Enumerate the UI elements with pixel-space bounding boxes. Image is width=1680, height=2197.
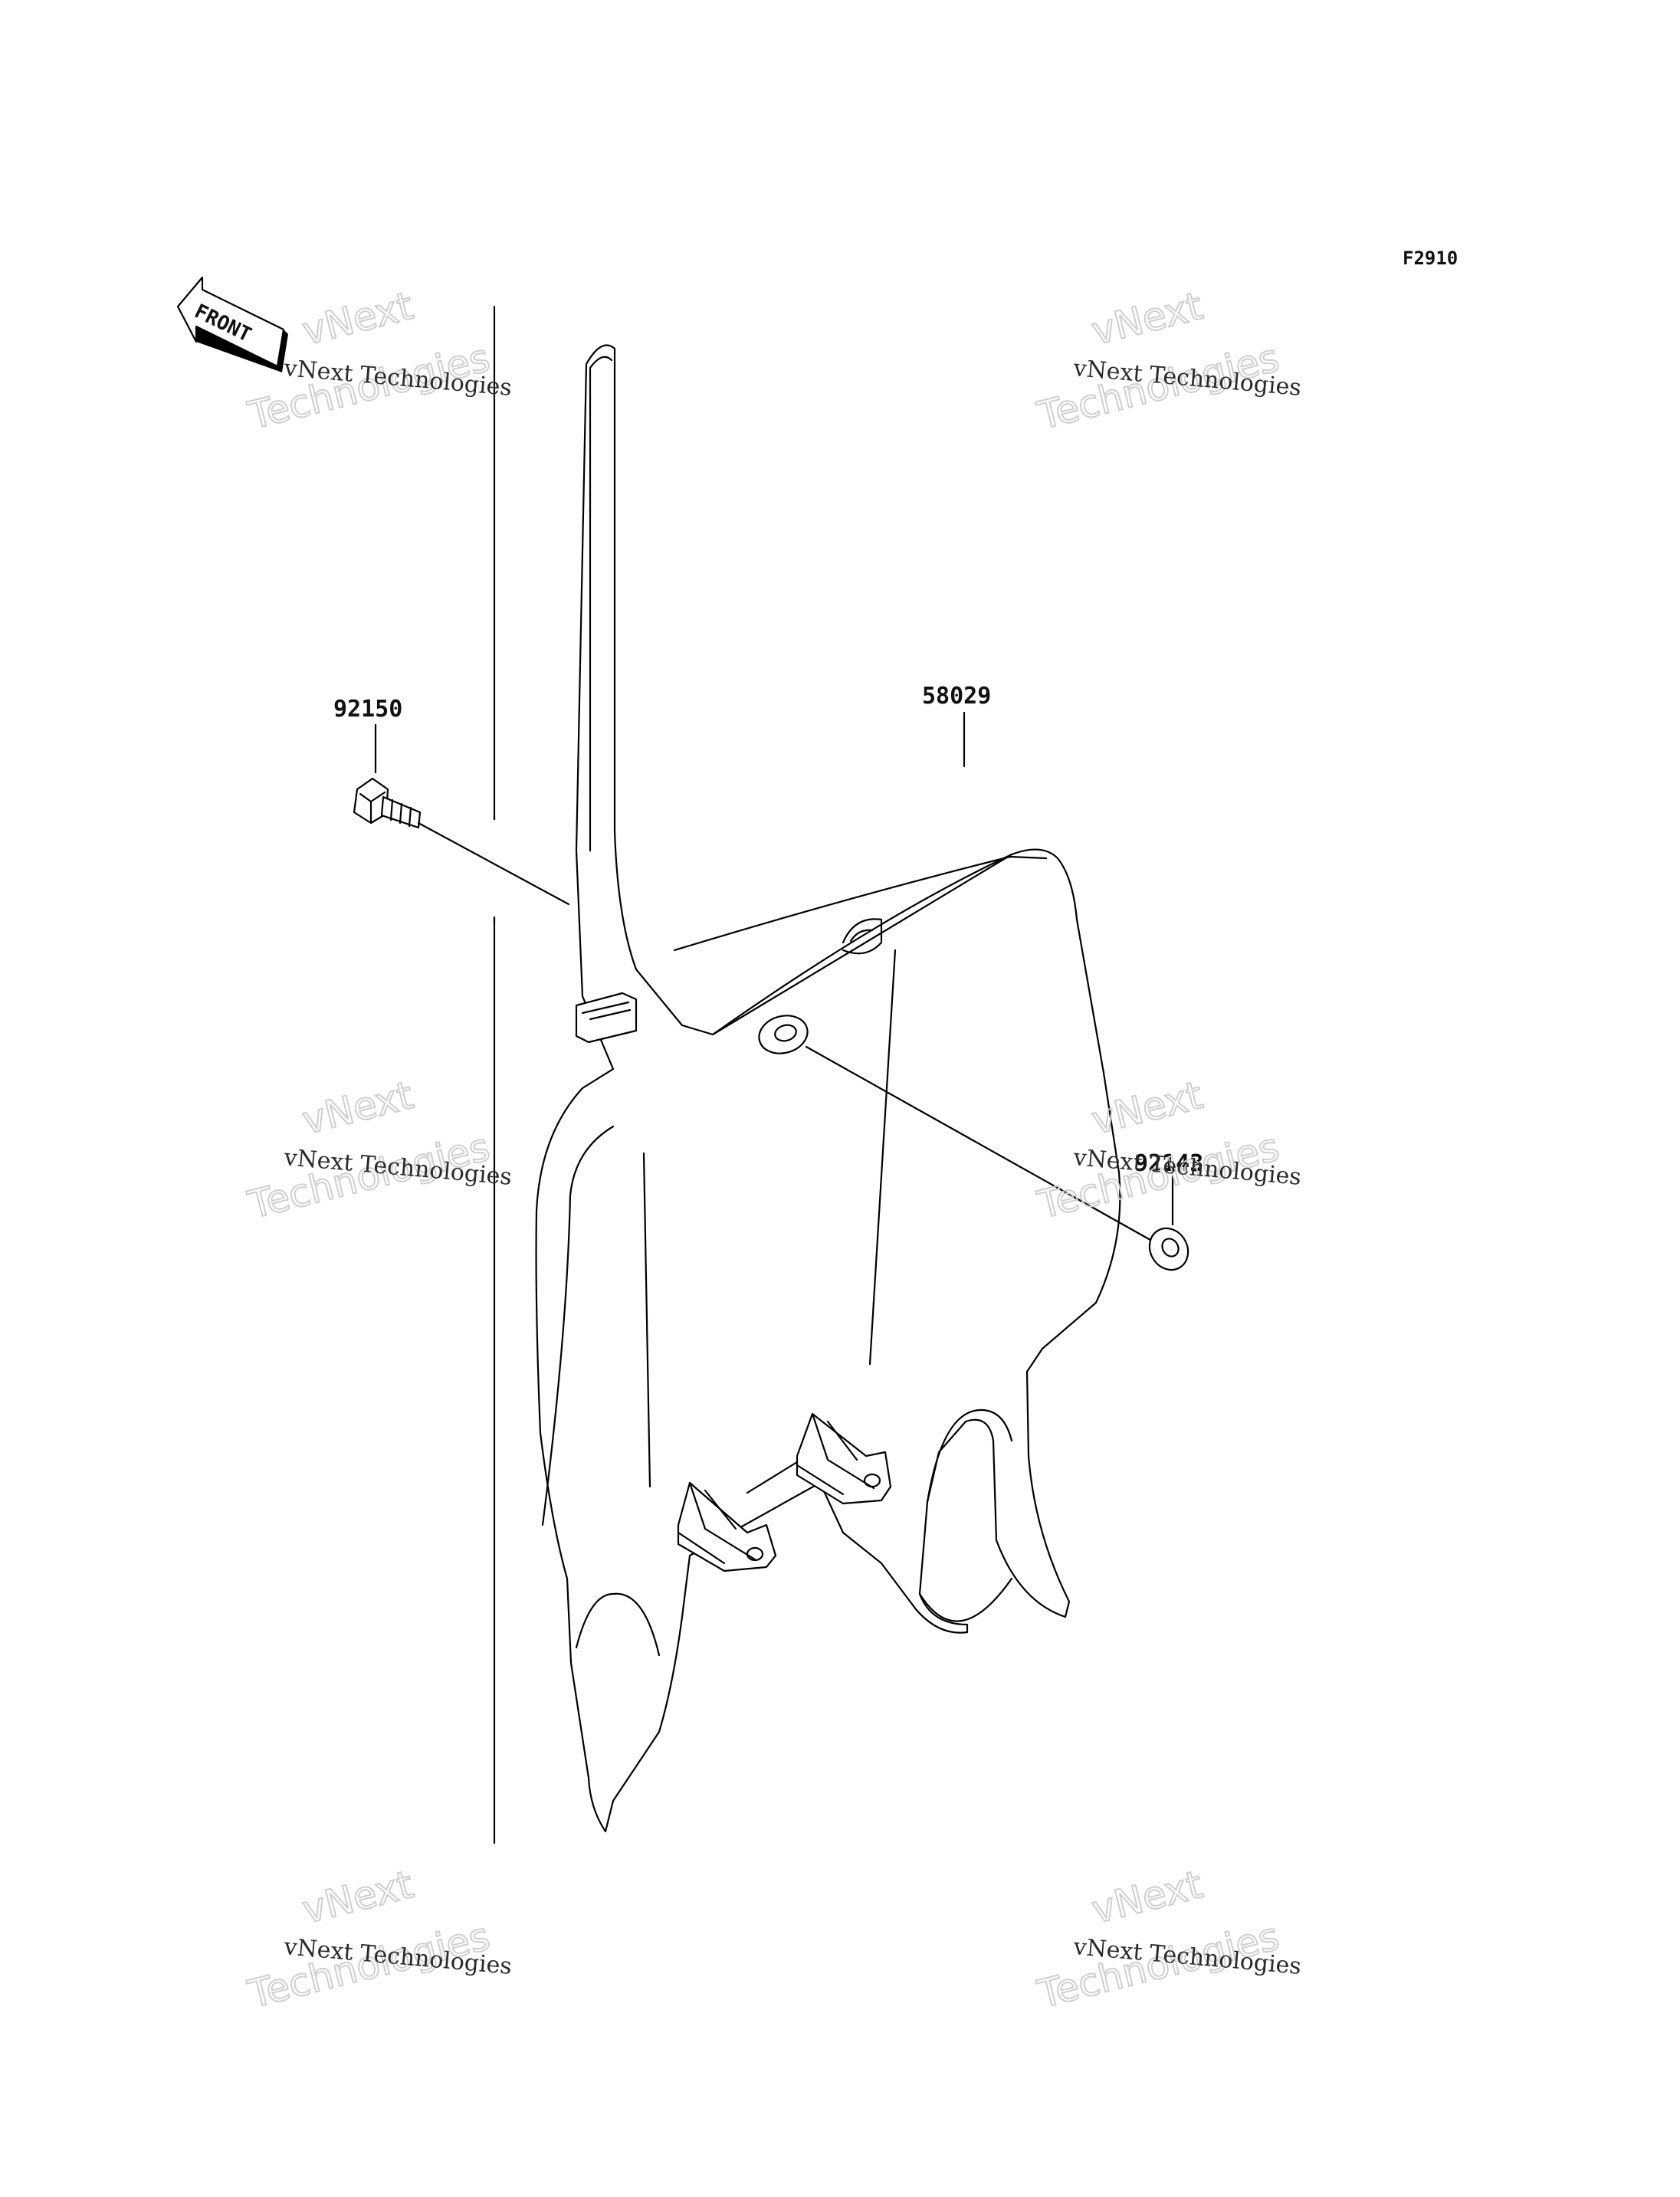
front-arrow-icon: FRONT [176,276,288,372]
watermark-middle-left: vNext Technologies vNext Technologies [243,1072,513,1228]
watermark-bottom-left: vNext Technologies vNext Technologies [243,1861,513,2018]
bolt-92150-icon [353,777,570,906]
watermark-top-left: vNext Technologies vNext Technologies [243,283,513,439]
collar-92143-icon [805,1045,1189,1271]
part-number-92143: 92143 [1134,1150,1203,1177]
side-cover-58029-icon [535,344,1121,1833]
part-number-58029: 58029 [922,683,991,710]
part-number-92150: 92150 [333,696,402,723]
watermark-bottom-right: vNext Technologies vNext Technologies [1032,1861,1302,2018]
svg-text:vNext: vNext [298,284,418,354]
svg-text:vNext: vNext [1088,1862,1207,1933]
svg-text:vNext: vNext [1088,284,1207,354]
svg-text:vNext: vNext [298,1862,418,1933]
watermark-top-right: vNext Technologies vNext Technologies [1032,283,1302,439]
figure-code: F2910 [1403,248,1458,269]
svg-text:vNext: vNext [298,1073,418,1143]
